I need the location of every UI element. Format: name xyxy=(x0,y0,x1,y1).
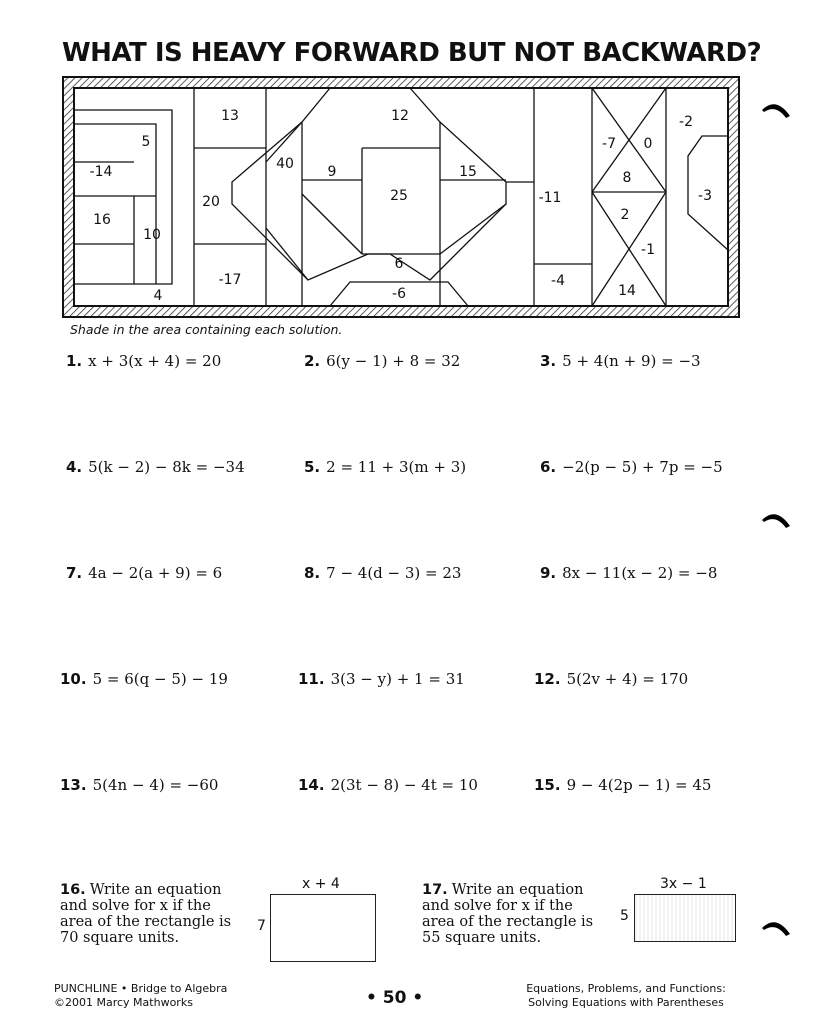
problem: 7.4a − 2(a + 9) = 6 xyxy=(66,564,223,582)
instructions: Shade in the area containing each soluti… xyxy=(70,322,343,337)
puzzle-value: 2 xyxy=(621,207,630,223)
footer-right: Equations, Problems, and Functions: Solv… xyxy=(516,982,736,1010)
footer-copyright: ©2001 Marcy Mathworks xyxy=(54,996,193,1009)
puzzle-value: -6 xyxy=(392,286,406,302)
problem: 9.8x − 11(x − 2) = −8 xyxy=(540,564,718,582)
puzzle-value: 0 xyxy=(644,136,653,152)
puzzle-value: 12 xyxy=(391,108,409,124)
puzzle-numbers: 5 -14 16 10 4 13 20 -17 40 9 12 25 15 6 … xyxy=(90,108,712,304)
puzzle-value: 9 xyxy=(328,164,337,180)
binder-hole-mark xyxy=(762,104,790,118)
puzzle-value: 20 xyxy=(202,194,220,210)
problem: 10.5 = 6(q − 5) − 19 xyxy=(60,670,228,688)
puzzle-grid: 5 -14 16 10 4 13 20 -17 40 9 12 25 15 6 … xyxy=(62,76,740,318)
problem: 2.6(y − 1) + 8 = 32 xyxy=(304,352,461,370)
puzzle-value: 15 xyxy=(459,164,477,180)
rectangle-figure xyxy=(634,894,736,942)
word-problem: 16.Write an equation and solve for x if … xyxy=(60,882,232,946)
problem: 13.5(4n − 4) = −60 xyxy=(60,776,219,794)
footer-left: PUNCHLINE • Bridge to Algebra ©2001 Marc… xyxy=(54,982,227,1010)
puzzle-value: 10 xyxy=(143,227,161,243)
rectangle-side-label: 5 xyxy=(620,908,629,924)
rectangle-top-label: 3x − 1 xyxy=(660,876,707,892)
puzzle-inner xyxy=(73,87,729,307)
footer-section: Equations, Problems, and Functions: xyxy=(526,982,726,995)
problem: 5.2 = 11 + 3(m + 3) xyxy=(304,458,467,476)
binder-hole-mark xyxy=(762,514,790,528)
puzzle-value: -14 xyxy=(90,164,113,180)
puzzle-value: 40 xyxy=(276,156,294,172)
binder-hole-mark xyxy=(762,922,790,936)
puzzle-value: 8 xyxy=(623,170,632,186)
problem: 11.3(3 − y) + 1 = 31 xyxy=(298,670,465,688)
word-problem: 17.Write an equation and solve for x if … xyxy=(422,882,594,946)
puzzle-lines xyxy=(74,87,729,307)
puzzle-value: -4 xyxy=(551,273,565,289)
puzzle-value: -3 xyxy=(698,188,712,204)
rectangle-top-label: x + 4 xyxy=(302,876,340,892)
puzzle-value: -11 xyxy=(539,190,562,206)
footer-publisher: PUNCHLINE • Bridge to Algebra xyxy=(54,982,228,995)
puzzle-value: 5 xyxy=(142,134,151,150)
worksheet-title: WHAT IS HEAVY FORWARD BUT NOT BACKWARD? xyxy=(62,38,762,68)
problem: 1.x + 3(x + 4) = 20 xyxy=(66,352,222,370)
puzzle-value: 16 xyxy=(93,212,111,228)
puzzle-value: -17 xyxy=(219,272,242,288)
puzzle-value: -1 xyxy=(641,242,655,258)
rectangle-figure xyxy=(270,894,376,962)
puzzle-value: 4 xyxy=(154,288,163,304)
problem: 12.5(2v + 4) = 170 xyxy=(534,670,689,688)
rectangle-side-label: 7 xyxy=(257,918,266,934)
problem: 3.5 + 4(n + 9) = −3 xyxy=(540,352,701,370)
problem: 15.9 − 4(2p − 1) = 45 xyxy=(534,776,712,794)
puzzle-value: 6 xyxy=(395,256,404,272)
problem: 6.−2(p − 5) + 7p = −5 xyxy=(540,458,723,476)
puzzle-value: 14 xyxy=(618,283,636,299)
page-number: • 50 • xyxy=(366,988,424,1008)
footer-topic: Solving Equations with Parentheses xyxy=(528,996,724,1009)
puzzle-value: -2 xyxy=(679,114,693,130)
problem: 4.5(k − 2) − 8k = −34 xyxy=(66,458,245,476)
puzzle-value: -7 xyxy=(602,136,616,152)
puzzle-value: 13 xyxy=(221,108,239,124)
problem: 14.2(3t − 8) − 4t = 10 xyxy=(298,776,478,794)
problem: 8.7 − 4(d − 3) = 23 xyxy=(304,564,462,582)
puzzle-value: 25 xyxy=(390,188,408,204)
